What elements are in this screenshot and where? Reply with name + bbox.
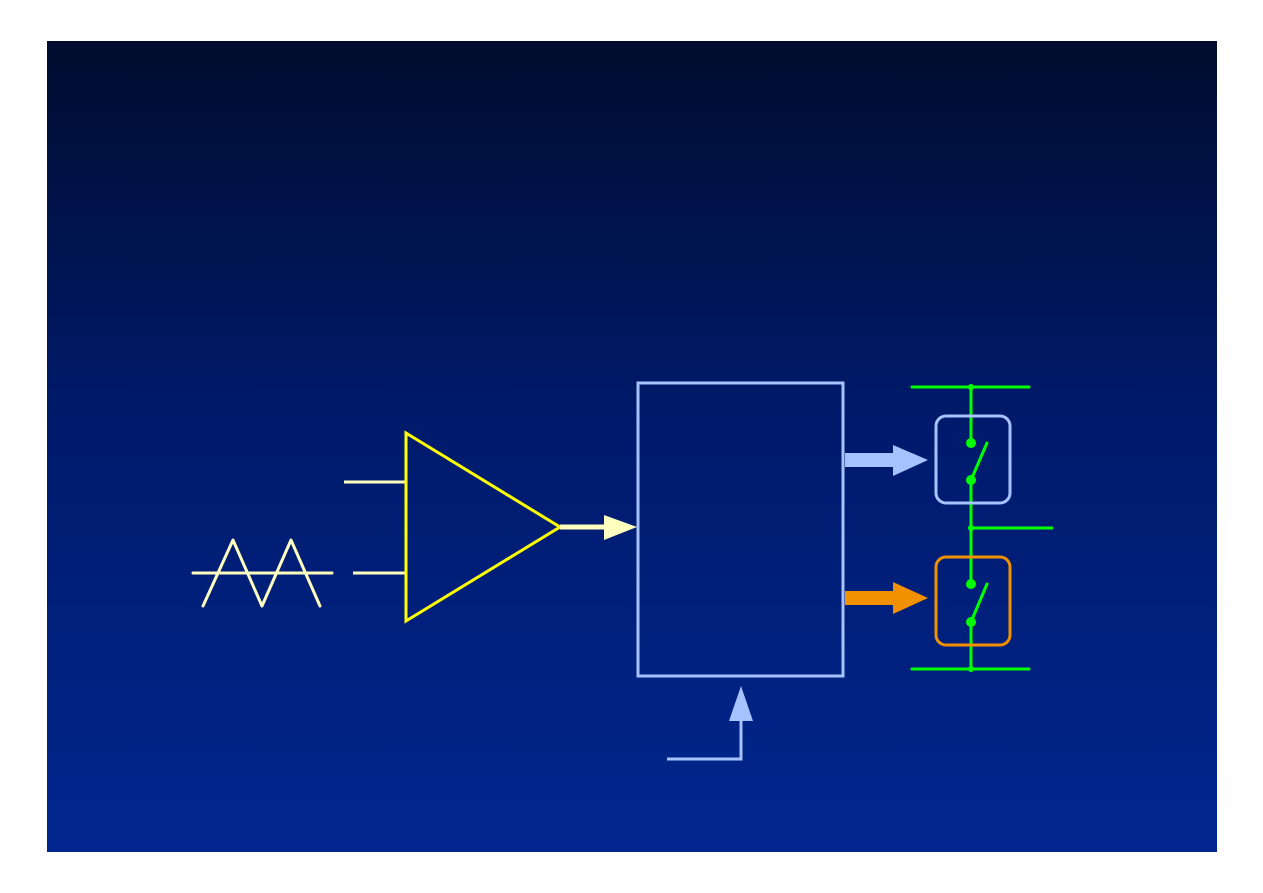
high-side-switch-icon (934, 414, 1012, 505)
low-side-switch-icon (934, 555, 1012, 647)
high-side-gate-arrow (845, 445, 928, 476)
low-side-gate-arrow (845, 582, 928, 614)
pwm-inverter-diagram (47, 41, 1217, 852)
comparator-output-arrow (560, 515, 637, 540)
logic-input-arrow (667, 686, 753, 761)
logic-block (636, 381, 845, 678)
rail-node-top (968, 384, 974, 390)
comparator-triangle-icon (404, 430, 563, 624)
low-side-switch-blade (969, 582, 989, 624)
high-switch-contact-bottom (966, 475, 976, 485)
high-side-switch-blade (969, 441, 989, 482)
rail-node-bottom (968, 666, 974, 672)
slide-background (47, 41, 1217, 852)
low-switch-contact-bottom (966, 617, 976, 627)
high-switch-contact-top (966, 438, 976, 448)
triangle-wave-icon (191, 538, 334, 608)
low-switch-contact-top (966, 579, 976, 589)
slide (47, 41, 1217, 852)
carrier-waveform (201, 538, 322, 608)
phase-node (968, 525, 974, 531)
